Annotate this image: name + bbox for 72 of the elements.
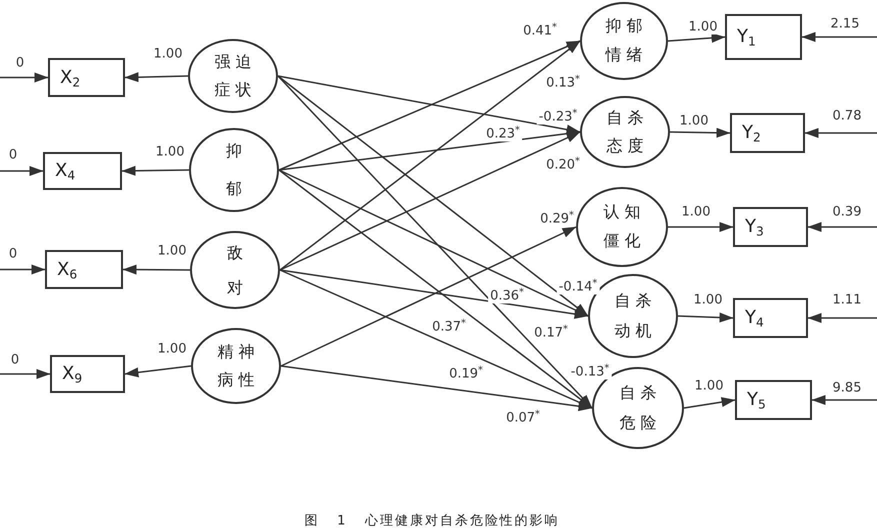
arrow [280, 269, 592, 409]
observed-variable-box [725, 14, 802, 60]
variable-label: 抑郁情绪 [604, 15, 648, 66]
observed-variable-box [45, 250, 123, 289]
variable-label: X$_{2}$ [60, 68, 80, 86]
arrow [812, 395, 877, 405]
arrow [804, 128, 877, 138]
variable-label: Y$_{5}$ [747, 391, 766, 409]
arrow [278, 75, 580, 134]
edge-label: -0.23$^{*}$ [536, 110, 580, 124]
arrow [280, 40, 580, 271]
arrow [124, 72, 188, 82]
observed-variable-box [733, 298, 808, 338]
variable-label: 强迫症状 [214, 51, 256, 101]
variable-label: Y$_{4}$ [745, 309, 764, 327]
latent-variable-ellipse [188, 39, 278, 113]
arrow [278, 75, 588, 317]
variable-label: 抑郁 [225, 140, 247, 200]
arrow [280, 226, 576, 367]
variable-label: Y$_{2}$ [742, 124, 761, 142]
variable-label: 自杀动机 [614, 290, 656, 342]
arrow [0, 166, 44, 176]
arrow [0, 369, 50, 379]
arrow [668, 32, 726, 43]
arrow [808, 313, 877, 323]
observed-variable-box [43, 152, 122, 190]
arrow [808, 222, 877, 232]
arrow [122, 166, 190, 176]
arrow [684, 397, 736, 409]
arrow [278, 169, 588, 317]
variable-label: X$_{9}$ [62, 365, 82, 383]
edge-label: 1.00 [686, 20, 720, 34]
arrow [122, 264, 190, 275]
arrow [277, 75, 593, 409]
variable-label: 自杀态度 [606, 107, 648, 157]
variable-label: 认知僵化 [602, 201, 646, 252]
variable-label: X$_{6}$ [57, 260, 78, 278]
observed-variable-box [730, 113, 805, 153]
arrow [802, 32, 877, 42]
edge-label: -0.13$^{*}$ [568, 364, 612, 380]
arrow [670, 128, 730, 138]
arrow [0, 72, 48, 82]
observed-variable-box [50, 355, 125, 393]
latent-variable-ellipse [190, 231, 280, 309]
latent-variable-ellipse [189, 128, 279, 212]
edge-label: -0.14$^{*}$ [556, 280, 600, 294]
arrow [278, 40, 580, 171]
arrow [124, 365, 192, 378]
edge-label: 0.29$^{*}$ [538, 212, 576, 226]
variable-label: X$_{4}$ [55, 162, 76, 180]
variable-label: 精神病性 [216, 341, 260, 391]
arrow [0, 264, 46, 274]
latent-variable-ellipse [191, 328, 281, 404]
variable-label: 敌对 [226, 242, 248, 299]
variable-label: Y$_{3}$ [745, 218, 764, 236]
arrow [668, 222, 734, 232]
arrow [280, 269, 588, 319]
observed-variable-box [735, 380, 812, 420]
latent-variable-ellipse [580, 2, 668, 80]
figure-caption: 图 1 心理健康对自杀危险性的影响 [304, 514, 560, 528]
arrow [280, 365, 592, 412]
edge-label: 0.23$^{*}$ [484, 126, 522, 142]
arrow [280, 131, 580, 271]
arrow [278, 128, 580, 171]
variable-label: 自杀危险 [618, 382, 662, 434]
edge-label: 0.36$^{*}$ [488, 288, 526, 304]
latent-variable-ellipse [576, 187, 668, 267]
arrow [278, 169, 592, 409]
variable-label: Y$_{1}$ [737, 28, 756, 46]
observed-variable-box [48, 58, 125, 97]
arrow [678, 312, 734, 322]
observed-variable-box [733, 207, 808, 247]
